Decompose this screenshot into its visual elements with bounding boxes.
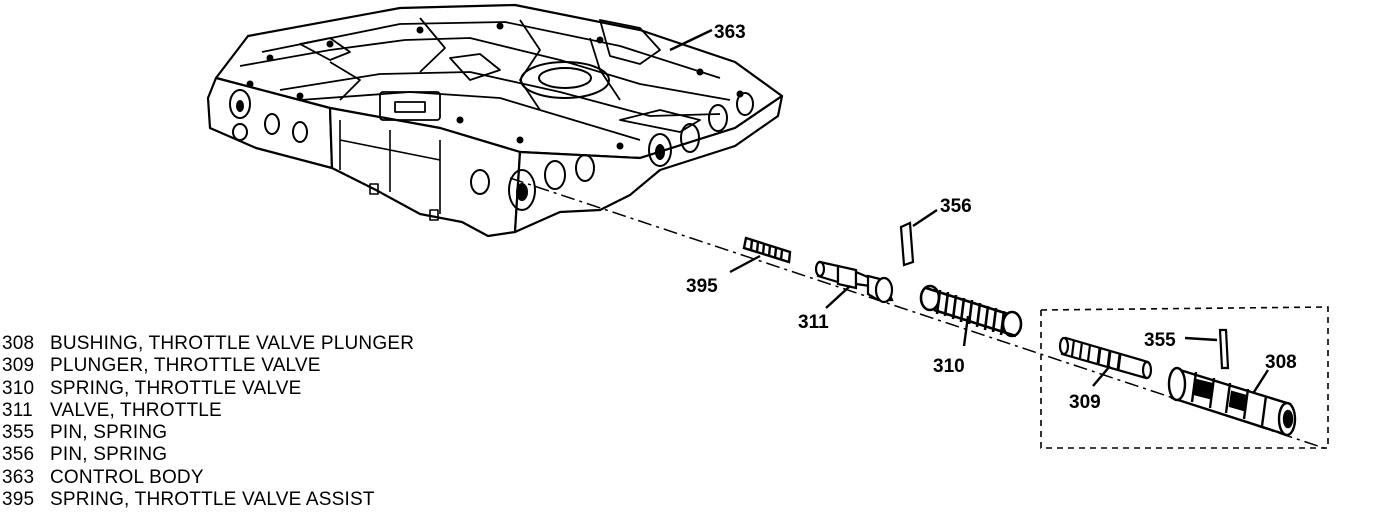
legend-part-number: 309	[2, 355, 35, 377]
legend-row: 309 PLUNGER, THROTTLE VALVE	[2, 355, 414, 377]
legend-part-number: 356	[2, 444, 35, 466]
legend-row: 308 BUSHING, THROTTLE VALVE PLUNGER	[2, 333, 414, 355]
legend-part-description: SPRING, THROTTLE VALVE	[50, 377, 302, 399]
subassembly-outline	[1040, 306, 1329, 449]
pin-355	[1218, 328, 1230, 370]
legend-part-description: PLUNGER, THROTTLE VALVE	[50, 355, 321, 377]
legend-part-description: PIN, SPRING	[50, 444, 168, 466]
legend-part-number: 363	[2, 466, 35, 488]
legend-part-number: 310	[2, 377, 35, 399]
callout-310: 310	[933, 356, 965, 377]
spring-310	[919, 284, 1023, 338]
legend-row: 356 PIN, SPRING	[2, 444, 414, 466]
legend-row: 395 SPRING, THROTTLE VALVE ASSIST	[2, 489, 414, 511]
legend-part-number: 395	[2, 489, 35, 511]
callout-308: 308	[1265, 352, 1297, 373]
pin-356	[899, 221, 915, 267]
callout-311: 311	[798, 312, 829, 333]
control-body-363	[206, 3, 784, 238]
callout-395: 395	[686, 276, 718, 297]
legend-row: 355 PIN, SPRING	[2, 422, 414, 444]
bushing-308	[1167, 366, 1297, 437]
legend-row: 310 SPRING, THROTTLE VALVE	[2, 378, 414, 400]
legend-part-number: 308	[2, 333, 35, 354]
legend-row: 363 CONTROL BODY	[2, 467, 414, 489]
legend-part-description: SPRING, THROTTLE VALVE ASSIST	[50, 489, 375, 511]
callout-309: 309	[1069, 392, 1101, 413]
legend-part-description: BUSHING, THROTTLE VALVE PLUNGER	[50, 333, 415, 354]
valve-311	[814, 260, 894, 304]
legend-part-number: 311	[2, 399, 33, 421]
callout-356: 356	[940, 196, 972, 217]
plunger-309	[1058, 336, 1153, 380]
legend-row: 311 VALVE, THROTTLE	[2, 400, 414, 422]
parts-legend: 308 BUSHING, THROTTLE VALVE PLUNGER 309 PL…	[2, 333, 414, 511]
callout-363: 363	[714, 22, 746, 43]
legend-part-number: 355	[2, 422, 35, 444]
spring-395	[742, 236, 792, 264]
legend-part-description: VALVE, THROTTLE	[50, 399, 222, 421]
legend-part-description: PIN, SPRING	[50, 422, 168, 444]
callout-355: 355	[1144, 330, 1176, 351]
leader-lines	[669, 28, 1270, 393]
legend-part-description: CONTROL BODY	[50, 466, 204, 488]
assembly-axis-line	[509, 177, 1331, 451]
